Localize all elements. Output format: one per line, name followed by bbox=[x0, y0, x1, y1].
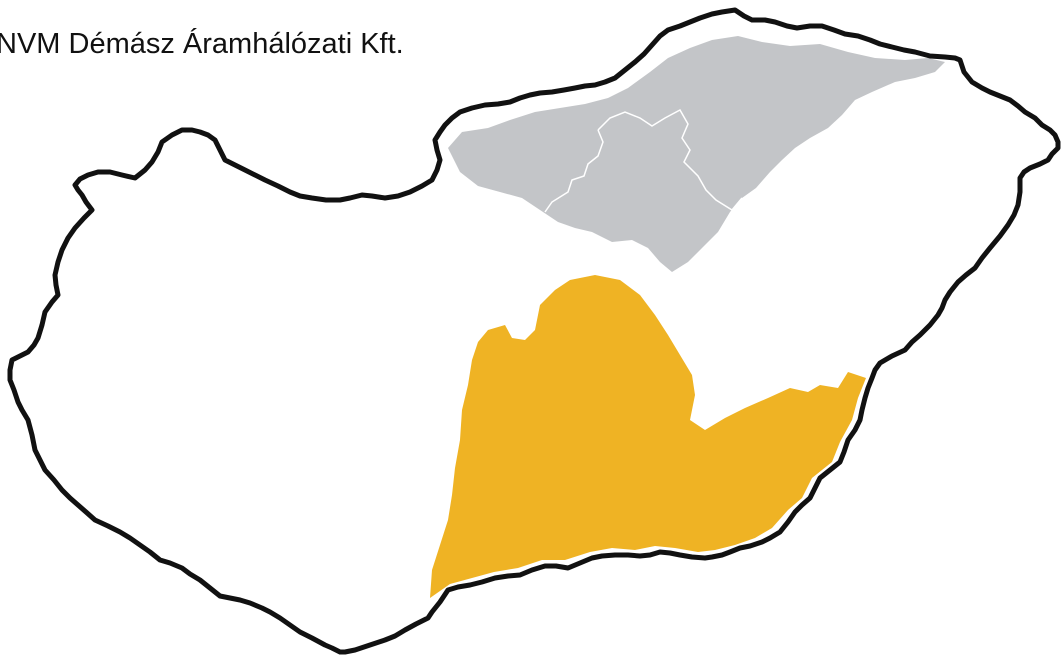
region-gray bbox=[448, 36, 945, 272]
county-border-1 bbox=[597, 108, 743, 211]
country-outline bbox=[7, 7, 1061, 655]
county-border-2 bbox=[544, 129, 604, 213]
region-demasz[interactable] bbox=[430, 275, 866, 598]
map-title: NVM Démász Áramhálózati Kft. bbox=[0, 28, 404, 60]
